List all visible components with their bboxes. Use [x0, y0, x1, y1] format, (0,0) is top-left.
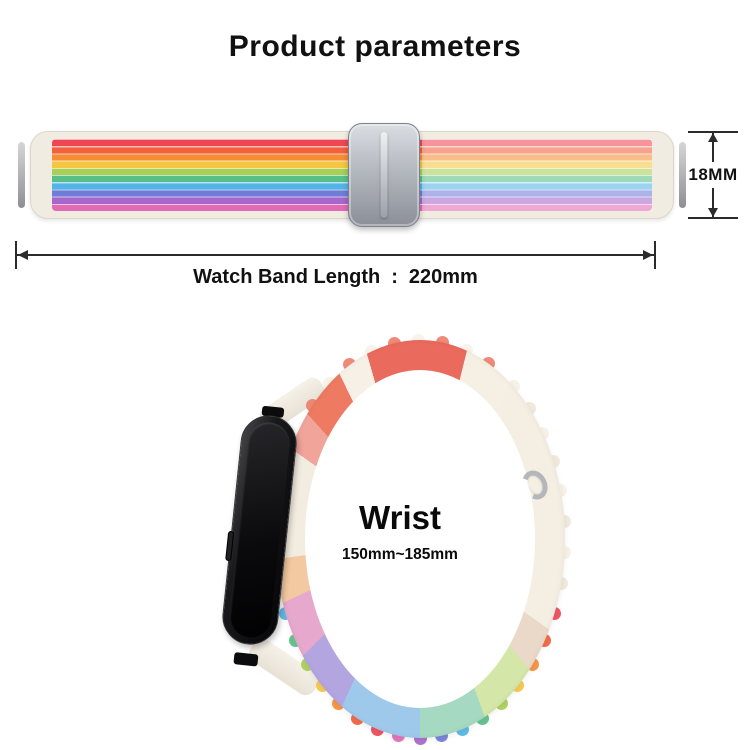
spring-bar-pin-left: [18, 142, 25, 208]
wrist-diagram: Wrist 150mm~185mm: [0, 330, 750, 750]
band-buckle: [348, 123, 420, 227]
wrist-text: Wrist 150mm~185mm: [342, 499, 458, 564]
length-dim-arrow-right: [643, 250, 653, 260]
band-width-label: 18MM: [687, 162, 739, 188]
band-length-separator: :: [391, 266, 398, 288]
length-dim-left-tick: [15, 241, 17, 269]
length-dim-right-tick: [654, 241, 656, 269]
width-dimension: 18MM: [687, 131, 739, 219]
band-length-caption: Watch Band Length:220mm: [15, 266, 656, 289]
spring-bar-pin-right: [679, 142, 686, 208]
watch-side-button: [225, 530, 235, 562]
width-dim-arrow-down: [708, 208, 718, 217]
band-loop: Wrist 150mm~185mm: [275, 333, 572, 745]
band-length-label: Watch Band Length: [193, 266, 381, 288]
width-dim-bottom-tick: [688, 217, 738, 219]
width-dim-top-tick: [688, 131, 738, 133]
wrist-label: Wrist: [359, 498, 441, 536]
wrist-range: 150mm~185mm: [342, 545, 458, 563]
length-dimension: [15, 241, 656, 269]
length-dim-arrow-left: [18, 250, 28, 260]
watch-band-illustration: [18, 123, 686, 227]
band-length-value: 220mm: [408, 266, 478, 288]
width-dim-arrow-up: [708, 133, 718, 142]
band-loop-inner: Wrist 150mm~185mm: [305, 370, 535, 708]
watch-lug-bottom: [233, 652, 259, 667]
page-title: Product parameters: [228, 30, 522, 63]
buckle-prong: [380, 132, 388, 218]
watch-body: [219, 412, 300, 648]
length-dim-line: [17, 254, 654, 256]
band-tail-overlay: [422, 139, 652, 211]
watch-screen: [227, 420, 292, 640]
